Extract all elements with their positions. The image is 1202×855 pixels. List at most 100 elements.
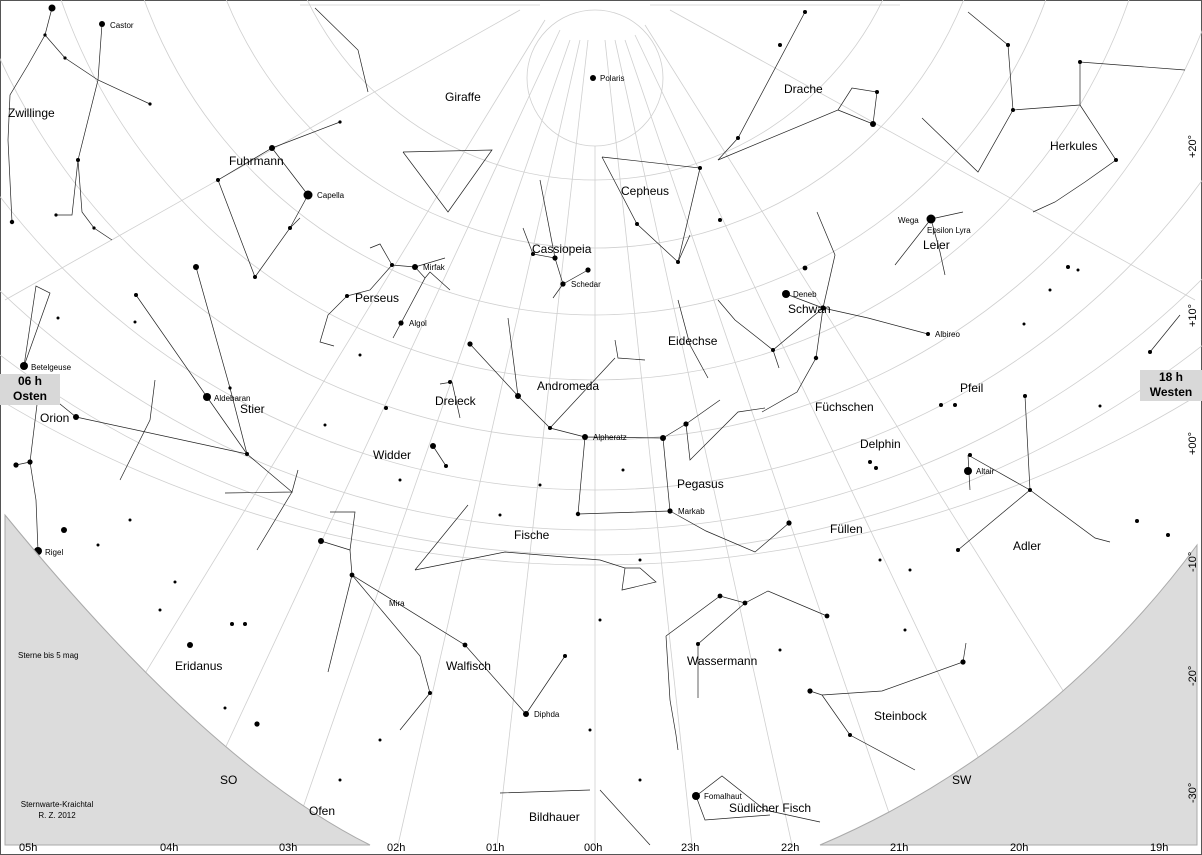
star (638, 778, 642, 782)
ra-label: 22h (781, 842, 799, 854)
horizon-mask-west (819, 543, 1198, 846)
constellation-label: Herkules (1050, 139, 1097, 153)
hour-line-01h (496, 39, 589, 846)
star (92, 226, 96, 230)
dec-circle-m30 (0, 391, 1202, 566)
hour-line-06h (4, 9, 521, 301)
cassiopeia-line-2 (539, 179, 556, 259)
star (802, 265, 808, 271)
star (807, 688, 813, 694)
star-mirfak (412, 264, 418, 270)
star-capella (303, 190, 313, 200)
zwillinge-line-4 (77, 159, 113, 241)
zwillinge-line-1 (7, 7, 53, 223)
constellation-label: Fuhrmann (229, 154, 284, 168)
credit-line-1: Sternwarte-Kraichtal (21, 800, 94, 809)
star (598, 618, 602, 622)
star (128, 518, 132, 522)
star-label: Schedar (571, 280, 601, 289)
star (1022, 322, 1026, 326)
pegasus-line-3 (669, 510, 790, 553)
schwan-line-2 (785, 293, 929, 335)
giraffe-line (314, 7, 369, 93)
star-label: Mira (389, 599, 405, 608)
star-label: Betelgeuse (31, 363, 72, 372)
constellation-label: Giraffe (445, 90, 481, 104)
hour-line-23h (604, 39, 693, 846)
star (878, 558, 882, 562)
star-betelgeuse (20, 362, 28, 370)
star-label: Polaris (600, 74, 624, 83)
constellation-label: Füllen (830, 522, 863, 536)
star (588, 728, 592, 732)
schwan-line-3 (717, 299, 824, 351)
star (538, 483, 542, 487)
star (338, 778, 342, 782)
star (1166, 533, 1170, 537)
walfisch-line-4 (327, 574, 353, 673)
dec-circle-m20 (0, 345, 1202, 556)
dec-label: +20° (1187, 135, 1199, 158)
star-label: Altair (976, 467, 995, 476)
fuhrmann-line-3 (289, 217, 301, 229)
star (736, 136, 740, 140)
star (430, 443, 436, 449)
star-label: Albireo (935, 330, 960, 339)
star (448, 380, 452, 384)
star (552, 255, 558, 261)
star (27, 459, 33, 465)
star (323, 423, 327, 427)
star (820, 305, 826, 311)
west-marker: 18 h Westen (1140, 370, 1202, 401)
star (778, 648, 782, 652)
star (269, 145, 275, 151)
andromeda-line-3 (549, 357, 616, 429)
star (9, 219, 15, 225)
constellation-label: Walfisch (446, 659, 491, 673)
star (660, 435, 666, 441)
star (73, 414, 79, 420)
star (63, 56, 67, 60)
star-alpheratz (582, 434, 588, 440)
herkules-line-3 (921, 109, 1014, 173)
star (786, 520, 792, 526)
constellation-label: Bildhauer (529, 810, 580, 824)
constellation-label: Steinbock (874, 709, 928, 723)
constellation-label: Südlicher Fisch (729, 801, 811, 815)
pfeil-side-line (1149, 314, 1181, 353)
star (338, 120, 342, 124)
star (585, 267, 591, 273)
orion-line-1 (75, 416, 248, 455)
stier-line-1 (195, 266, 293, 494)
star (358, 353, 362, 357)
ra-label: 03h (279, 842, 297, 854)
herkules-line-4 (1032, 104, 1117, 213)
star (13, 462, 19, 468)
star (1011, 108, 1015, 112)
constellation-label: Widder (373, 448, 411, 462)
star (462, 642, 468, 648)
star (498, 513, 502, 517)
star (531, 252, 535, 256)
ra-label: 23h (681, 842, 699, 854)
eridanus-line-1 (256, 469, 299, 551)
hour-line-02h (397, 39, 581, 846)
giraffe-line-2 (402, 149, 493, 213)
constellation-label: Zwillinge (8, 106, 55, 120)
ra-label: 05h (19, 842, 37, 854)
constellation-label: Leier (923, 238, 950, 252)
perseus-line-3 (392, 266, 426, 339)
constellation-label: Dreieck (435, 394, 477, 408)
star (676, 260, 680, 264)
star-wega (926, 214, 936, 224)
bildhauer-line (499, 789, 651, 846)
hour-line-04h (179, 29, 561, 846)
star (563, 654, 567, 658)
star (54, 213, 58, 217)
star (398, 478, 402, 482)
star (903, 628, 907, 632)
hour-line-22h (614, 39, 793, 846)
dec-label: -20° (1187, 666, 1199, 686)
perseus-line-5 (424, 271, 451, 291)
star (43, 33, 47, 37)
